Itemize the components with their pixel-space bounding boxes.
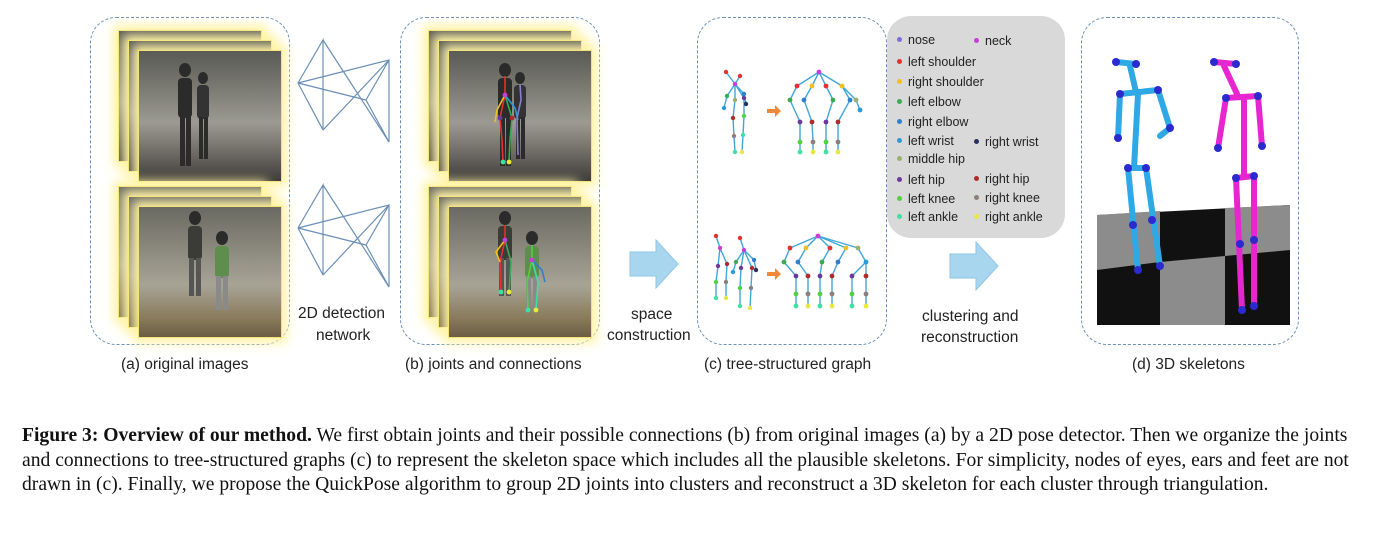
legend-left-knee: left knee [897, 192, 955, 206]
legend-left-elbow: left elbow [897, 95, 961, 109]
panel-c-label: (c) tree-structured graph [704, 356, 872, 373]
legend-right-shoulder: right shoulder [897, 75, 984, 89]
original-image [138, 50, 282, 182]
checkerboard-floor [1097, 205, 1290, 325]
detection-network-label-1: 2D detection [298, 305, 386, 322]
legend-left-ankle: left ankle [897, 210, 958, 224]
skeleton-graph-bottom-left [715, 235, 757, 309]
tree-graph-bottom-dots [781, 233, 869, 309]
legend-left-wrist: left wrist [897, 134, 954, 148]
joint-legend [887, 16, 1065, 238]
tree-graph-top-dots [787, 69, 863, 155]
detection-network-top [297, 37, 390, 143]
clustering-label-1: clustering and [922, 308, 1019, 325]
tree-arrow-bottom-icon [767, 268, 781, 280]
legend-neck: neck [974, 34, 1011, 48]
tree-arrow-top-icon [767, 105, 781, 117]
space-construction-arrow-icon [629, 238, 679, 290]
skeleton-magenta-joints [1210, 58, 1266, 314]
figure-graphics [178, 37, 1290, 325]
legend-middle-hip: middle hip [897, 152, 965, 166]
joint-image [448, 206, 592, 338]
space-construction-label-1: space [631, 306, 673, 323]
skeleton-graph-top-left-dots [721, 69, 749, 155]
tree-graph-bottom [783, 235, 867, 306]
panel-d-label: (d) 3D skeletons [1132, 356, 1245, 373]
legend-right-knee: right knee [974, 191, 1040, 205]
clustering-arrow-icon [949, 240, 999, 292]
detection-network-label-2: network [316, 327, 371, 344]
caption-body: We first obtain joints and their possibl… [22, 425, 1349, 495]
legend-left-shoulder: left shoulder [897, 55, 976, 69]
people-silhouettes-a [178, 63, 229, 310]
skeleton-blue-joints [1112, 58, 1174, 274]
legend-right-wrist: right wrist [974, 135, 1038, 149]
space-construction-label-2: construction [607, 327, 691, 344]
original-image [138, 206, 282, 338]
legend-left-hip: left hip [897, 173, 945, 187]
caption-title: Figure 3: Overview of our method. [22, 425, 312, 446]
legend-right-ankle: right ankle [974, 210, 1043, 224]
panel-a-label: (a) original images [121, 356, 249, 373]
legend-nose: nose [897, 33, 935, 47]
detection-network-bottom [297, 182, 390, 288]
legend-right-hip: right hip [974, 172, 1029, 186]
legend-right-elbow: right elbow [897, 115, 968, 129]
skeleton-graph-bottom-left-dots [713, 233, 759, 311]
panel-tree-structured-graph [697, 17, 887, 345]
panel-b-label: (b) joints and connections [405, 356, 582, 373]
figure-caption: Figure 3: Overview of our method. We fir… [22, 424, 1378, 498]
joint-dots-b [497, 92, 539, 313]
clustering-label-2: reconstruction [921, 329, 1019, 346]
